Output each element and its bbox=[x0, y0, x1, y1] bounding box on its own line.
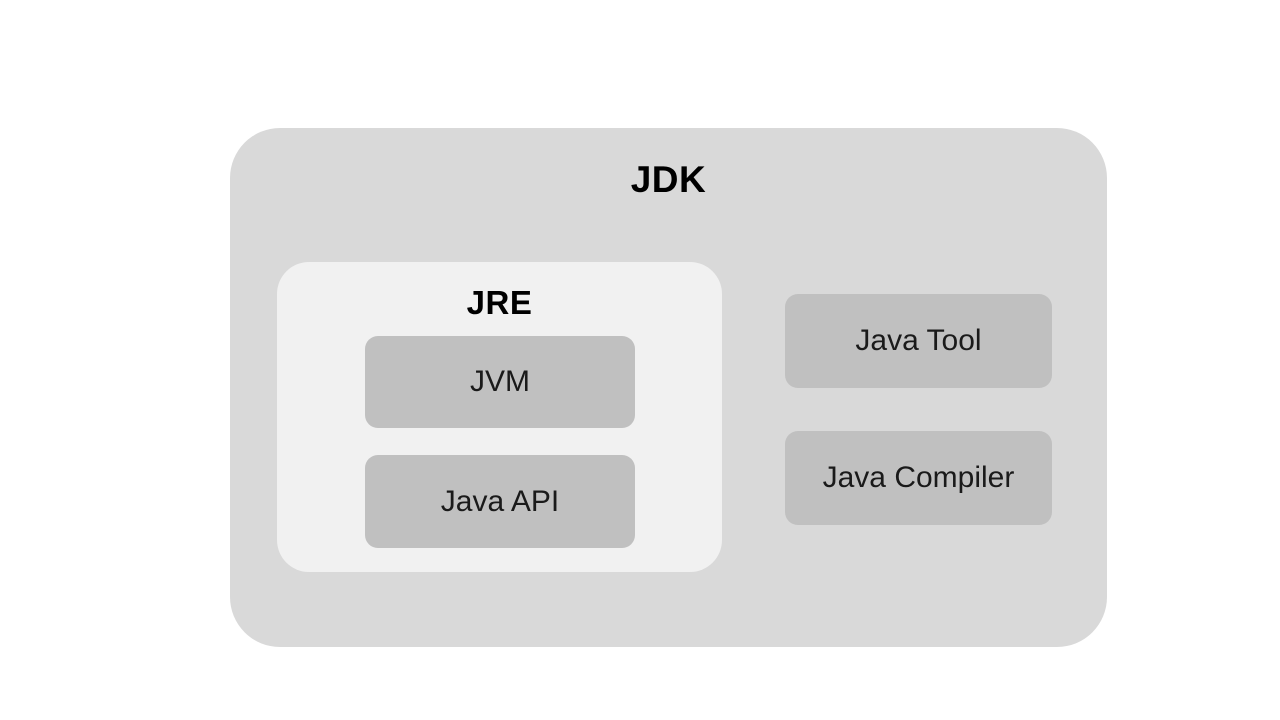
jdk-container: JDK JRE JVM Java API Java Tool Java Comp… bbox=[230, 128, 1107, 647]
jre-container: JRE JVM Java API bbox=[277, 262, 722, 572]
jre-title: JRE bbox=[466, 284, 533, 321]
java-api-box: Java API bbox=[365, 455, 635, 548]
jvm-label: JVM bbox=[470, 365, 530, 398]
java-tool-box: Java Tool bbox=[785, 294, 1052, 388]
jdk-title: JDK bbox=[630, 159, 707, 200]
java-compiler-label: Java Compiler bbox=[822, 461, 1015, 494]
java-api-label: Java API bbox=[440, 484, 560, 518]
java-compiler-box: Java Compiler bbox=[785, 431, 1052, 525]
jvm-box: JVM bbox=[365, 336, 635, 428]
java-tool-label: Java Tool bbox=[855, 324, 982, 357]
